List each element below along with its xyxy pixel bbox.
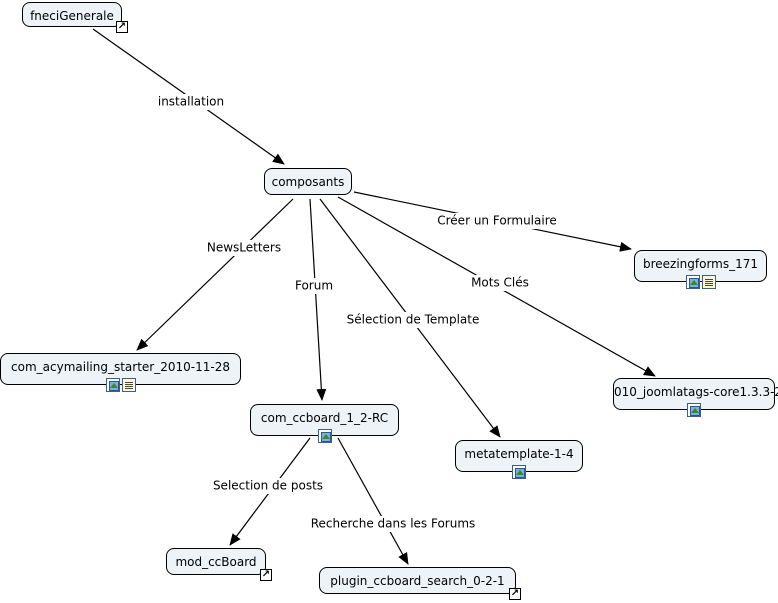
link-label: Selection de posts <box>213 479 323 493</box>
link-label: Sélection de Template <box>347 313 480 327</box>
link-label-background <box>303 516 483 532</box>
link-label-background <box>146 94 236 110</box>
node-label: 010_joomlatags-core1.3.3-2 <box>614 385 778 399</box>
image-icon[interactable] <box>512 465 526 479</box>
node-label: mod_ccBoard <box>175 555 257 569</box>
image-icon[interactable] <box>105 378 120 392</box>
node-label: composants <box>271 175 345 189</box>
image-icon[interactable] <box>685 275 700 289</box>
node-label: breezingforms_171 <box>642 257 759 271</box>
shortcut-arrow-icon[interactable]: ↗ <box>116 21 128 33</box>
node-breezingforms[interactable]: breezingforms_171 <box>634 250 767 289</box>
link-label-background <box>202 478 334 494</box>
link-label-background <box>293 278 335 294</box>
link-label: Créer un Formulaire <box>437 214 557 228</box>
node-joomlatags[interactable]: 010_joomlatags-core1.3.3-2 <box>613 378 778 417</box>
connector-composants-ccboard <box>309 198 327 401</box>
image-icon[interactable] <box>317 429 332 443</box>
node-label: plugin_ccboard_search_0-2-1 <box>330 574 505 588</box>
shortcut-arrow-icon[interactable]: ↗ <box>260 569 272 581</box>
node-label: com_ccboard_1_2-RC <box>260 411 389 425</box>
link-label-background <box>203 240 285 256</box>
connector-ccboard-plugin <box>337 437 409 565</box>
node-acymailing[interactable]: com_acymailing_starter_2010-11-28 <box>0 353 241 392</box>
connector-composants-acymailing <box>136 198 294 351</box>
node-composants[interactable]: composants <box>264 168 352 195</box>
link-label: NewsLetters <box>207 241 281 255</box>
document-icon[interactable] <box>701 275 716 289</box>
node-plugin[interactable]: plugin_ccboard_search_0-2-1 ↗ <box>319 567 521 600</box>
node-label: fneciGenerale <box>30 9 114 23</box>
link-label-background <box>337 312 489 328</box>
node-metatemplate[interactable]: metatemplate-1-4 <box>455 440 583 479</box>
shortcut-arrow-icon[interactable]: ↗ <box>509 588 521 600</box>
link-label: Forum <box>295 279 333 293</box>
link-label-background <box>465 275 535 291</box>
link-label-background <box>428 213 566 229</box>
link-label: Recherche dans les Forums <box>311 517 476 531</box>
image-icon[interactable] <box>687 403 701 417</box>
node-label: com_acymailing_starter_2010-11-28 <box>11 360 230 374</box>
node-ccboard[interactable]: com_ccboard_1_2-RC <box>250 404 399 443</box>
node-fneci[interactable]: fneciGenerale ↗ <box>22 2 128 33</box>
node-label: metatemplate-1-4 <box>464 447 574 461</box>
link-label: installation <box>158 95 224 109</box>
link-label: Mots Clés <box>471 276 529 290</box>
document-icon[interactable] <box>121 378 136 392</box>
node-mod-ccboard[interactable]: mod_ccBoard ↗ <box>166 548 272 581</box>
